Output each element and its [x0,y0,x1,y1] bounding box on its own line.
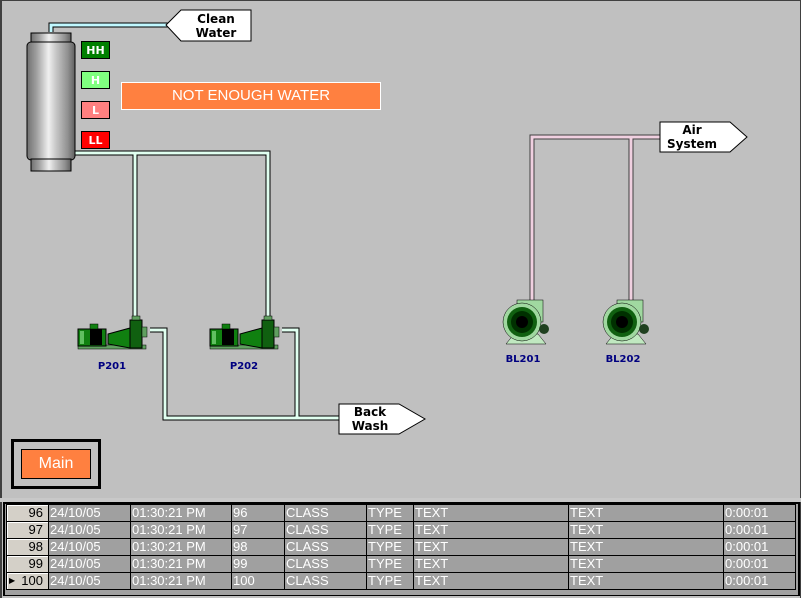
cell-class[interactable]: CLASS [284,521,367,539]
pump-p202[interactable] [209,315,280,350]
cell-id[interactable]: 98 [231,538,285,556]
cell-text1[interactable]: TEXT [413,504,569,522]
blower-bl202[interactable] [602,299,649,345]
cell-text2[interactable]: TEXT [568,555,724,573]
air-system-label-line1: Air [682,123,702,137]
air-system-label: Air System [662,123,722,151]
row-header[interactable]: 98 [6,538,49,556]
cell-type[interactable]: TYPE [366,572,414,590]
blower-bl202-label: BL202 [605,354,641,365]
back-wash-label: Back Wash [341,405,399,433]
row-selector-icon: ▶ [9,576,16,585]
process-diagram [26,9,748,435]
row-index: 100 [21,573,43,589]
cell-text1[interactable]: TEXT [413,555,569,573]
water-tank [26,32,76,172]
air-pipes [529,134,660,300]
cell-type[interactable]: TYPE [366,504,414,522]
cell-duration[interactable]: 0:00:01 [723,538,796,556]
cell-id[interactable]: 100 [231,572,285,590]
cell-id[interactable]: 96 [231,504,285,522]
row-index: 97 [28,522,43,538]
cell-text2[interactable]: TEXT [568,521,724,539]
row-index: 98 [28,539,43,555]
cell-class[interactable]: CLASS [284,538,367,556]
clean-water-label-line1: Clean [197,12,235,26]
clean-water-label: Clean Water [183,12,249,40]
cell-duration[interactable]: 0:00:01 [723,572,796,590]
cell-text2[interactable]: TEXT [568,572,724,590]
cell-type[interactable]: TYPE [366,555,414,573]
cell-text2[interactable]: TEXT [568,538,724,556]
cell-text1[interactable]: TEXT [413,572,569,590]
row-index: 96 [28,505,43,521]
cell-type[interactable]: TYPE [366,521,414,539]
row-header[interactable]: 96 [6,504,49,522]
blower-bl201[interactable] [502,299,549,345]
row-header[interactable]: 97 [6,521,49,539]
cell-class[interactable]: CLASS [284,555,367,573]
row-index: 99 [28,556,43,572]
row-header[interactable]: 99 [6,555,49,573]
level-hh-indicator: HH [81,41,110,59]
back-wash-tag[interactable] [338,403,427,435]
back-wash-label-line1: Back [353,405,387,419]
cell-duration[interactable]: 0:00:01 [723,504,796,522]
cell-type[interactable]: TYPE [366,538,414,556]
clean-water-label-line2: Water [195,26,237,40]
cell-text1[interactable]: TEXT [413,521,569,539]
air-system-label-line2: System [667,137,717,151]
main-button[interactable]: Main [21,449,91,479]
back-wash-label-line2: Wash [351,419,389,433]
pump-p202-label: P202 [229,361,259,372]
row-header[interactable]: ▶ 100 [6,572,49,590]
pump-p201-label: P201 [97,361,127,372]
cell-time[interactable]: 01:30:21 PM [130,572,232,590]
cell-id[interactable]: 99 [231,555,285,573]
cell-date[interactable]: 24/10/05 [48,521,131,539]
cell-date[interactable]: 24/10/05 [48,555,131,573]
cell-duration[interactable]: 0:00:01 [723,521,796,539]
cell-class[interactable]: CLASS [284,504,367,522]
pump-p201[interactable] [77,315,148,350]
level-ll-indicator: LL [81,131,110,149]
main-button-frame [11,439,101,489]
cell-text1[interactable]: TEXT [413,538,569,556]
cell-date[interactable]: 24/10/05 [48,572,131,590]
level-l-indicator: L [81,101,110,119]
cell-time[interactable]: 01:30:21 PM [130,521,232,539]
cell-time[interactable]: 01:30:21 PM [130,555,232,573]
alarm-banner: NOT ENOUGH WATER [121,82,381,110]
cell-date[interactable]: 24/10/05 [48,504,131,522]
cell-text2[interactable]: TEXT [568,504,724,522]
cell-time[interactable]: 01:30:21 PM [130,538,232,556]
cell-time[interactable]: 01:30:21 PM [130,504,232,522]
cell-duration[interactable]: 0:00:01 [723,555,796,573]
level-h-indicator: H [81,71,110,89]
grid-header-strip [0,498,801,502]
air-system-tag[interactable] [659,121,748,153]
water-pipes [48,22,340,421]
cell-id[interactable]: 97 [231,521,285,539]
clean-water-tag[interactable] [165,9,252,42]
cell-date[interactable]: 24/10/05 [48,538,131,556]
cell-class[interactable]: CLASS [284,572,367,590]
blower-bl201-label: BL201 [505,354,541,365]
